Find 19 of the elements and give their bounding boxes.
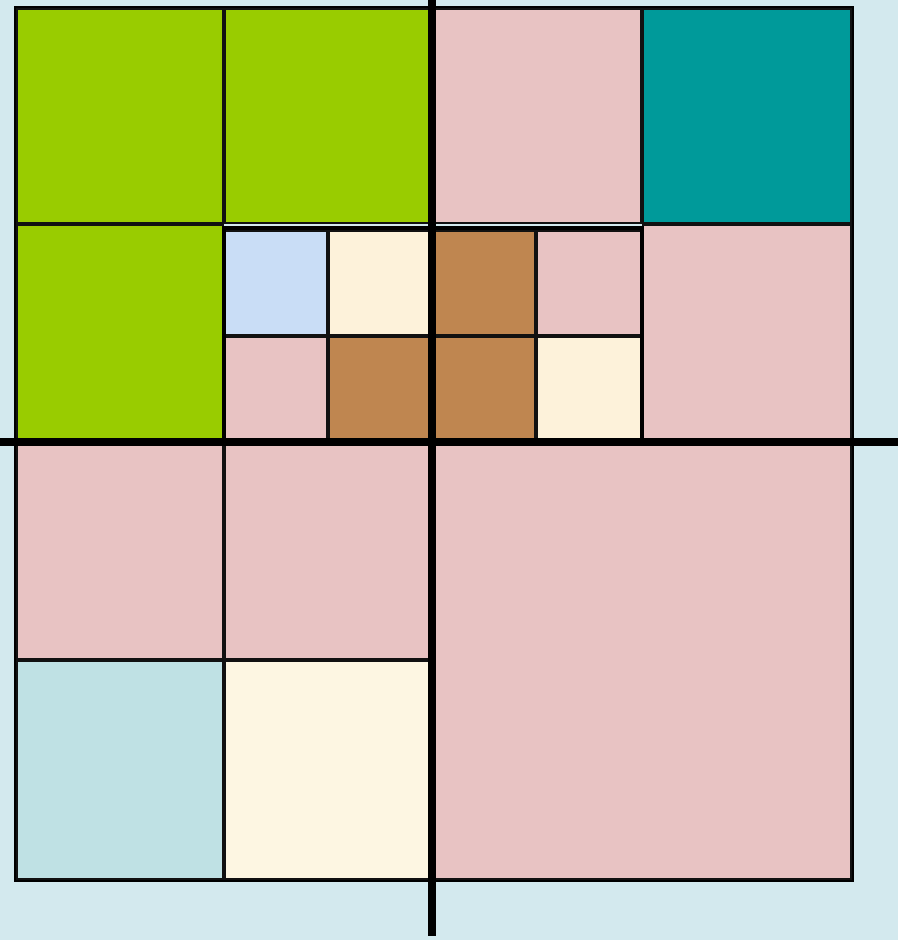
square-tile [224, 336, 328, 442]
square-tile [328, 230, 432, 336]
square-tile [642, 8, 852, 224]
square-tile [642, 224, 852, 442]
square-tile [432, 8, 642, 224]
square-tile [432, 230, 536, 336]
square-tile [328, 336, 432, 442]
square-tile [16, 224, 224, 442]
square-tile [16, 660, 224, 880]
square-tile [432, 442, 852, 880]
square-tile [536, 336, 642, 442]
square-tile [224, 660, 432, 880]
square-tile [16, 442, 224, 660]
square-tile [224, 8, 432, 224]
square-tile [224, 230, 328, 336]
square-tile [224, 442, 432, 660]
square-tile [16, 8, 224, 224]
square-tile [432, 336, 536, 442]
square-tile [536, 230, 642, 336]
